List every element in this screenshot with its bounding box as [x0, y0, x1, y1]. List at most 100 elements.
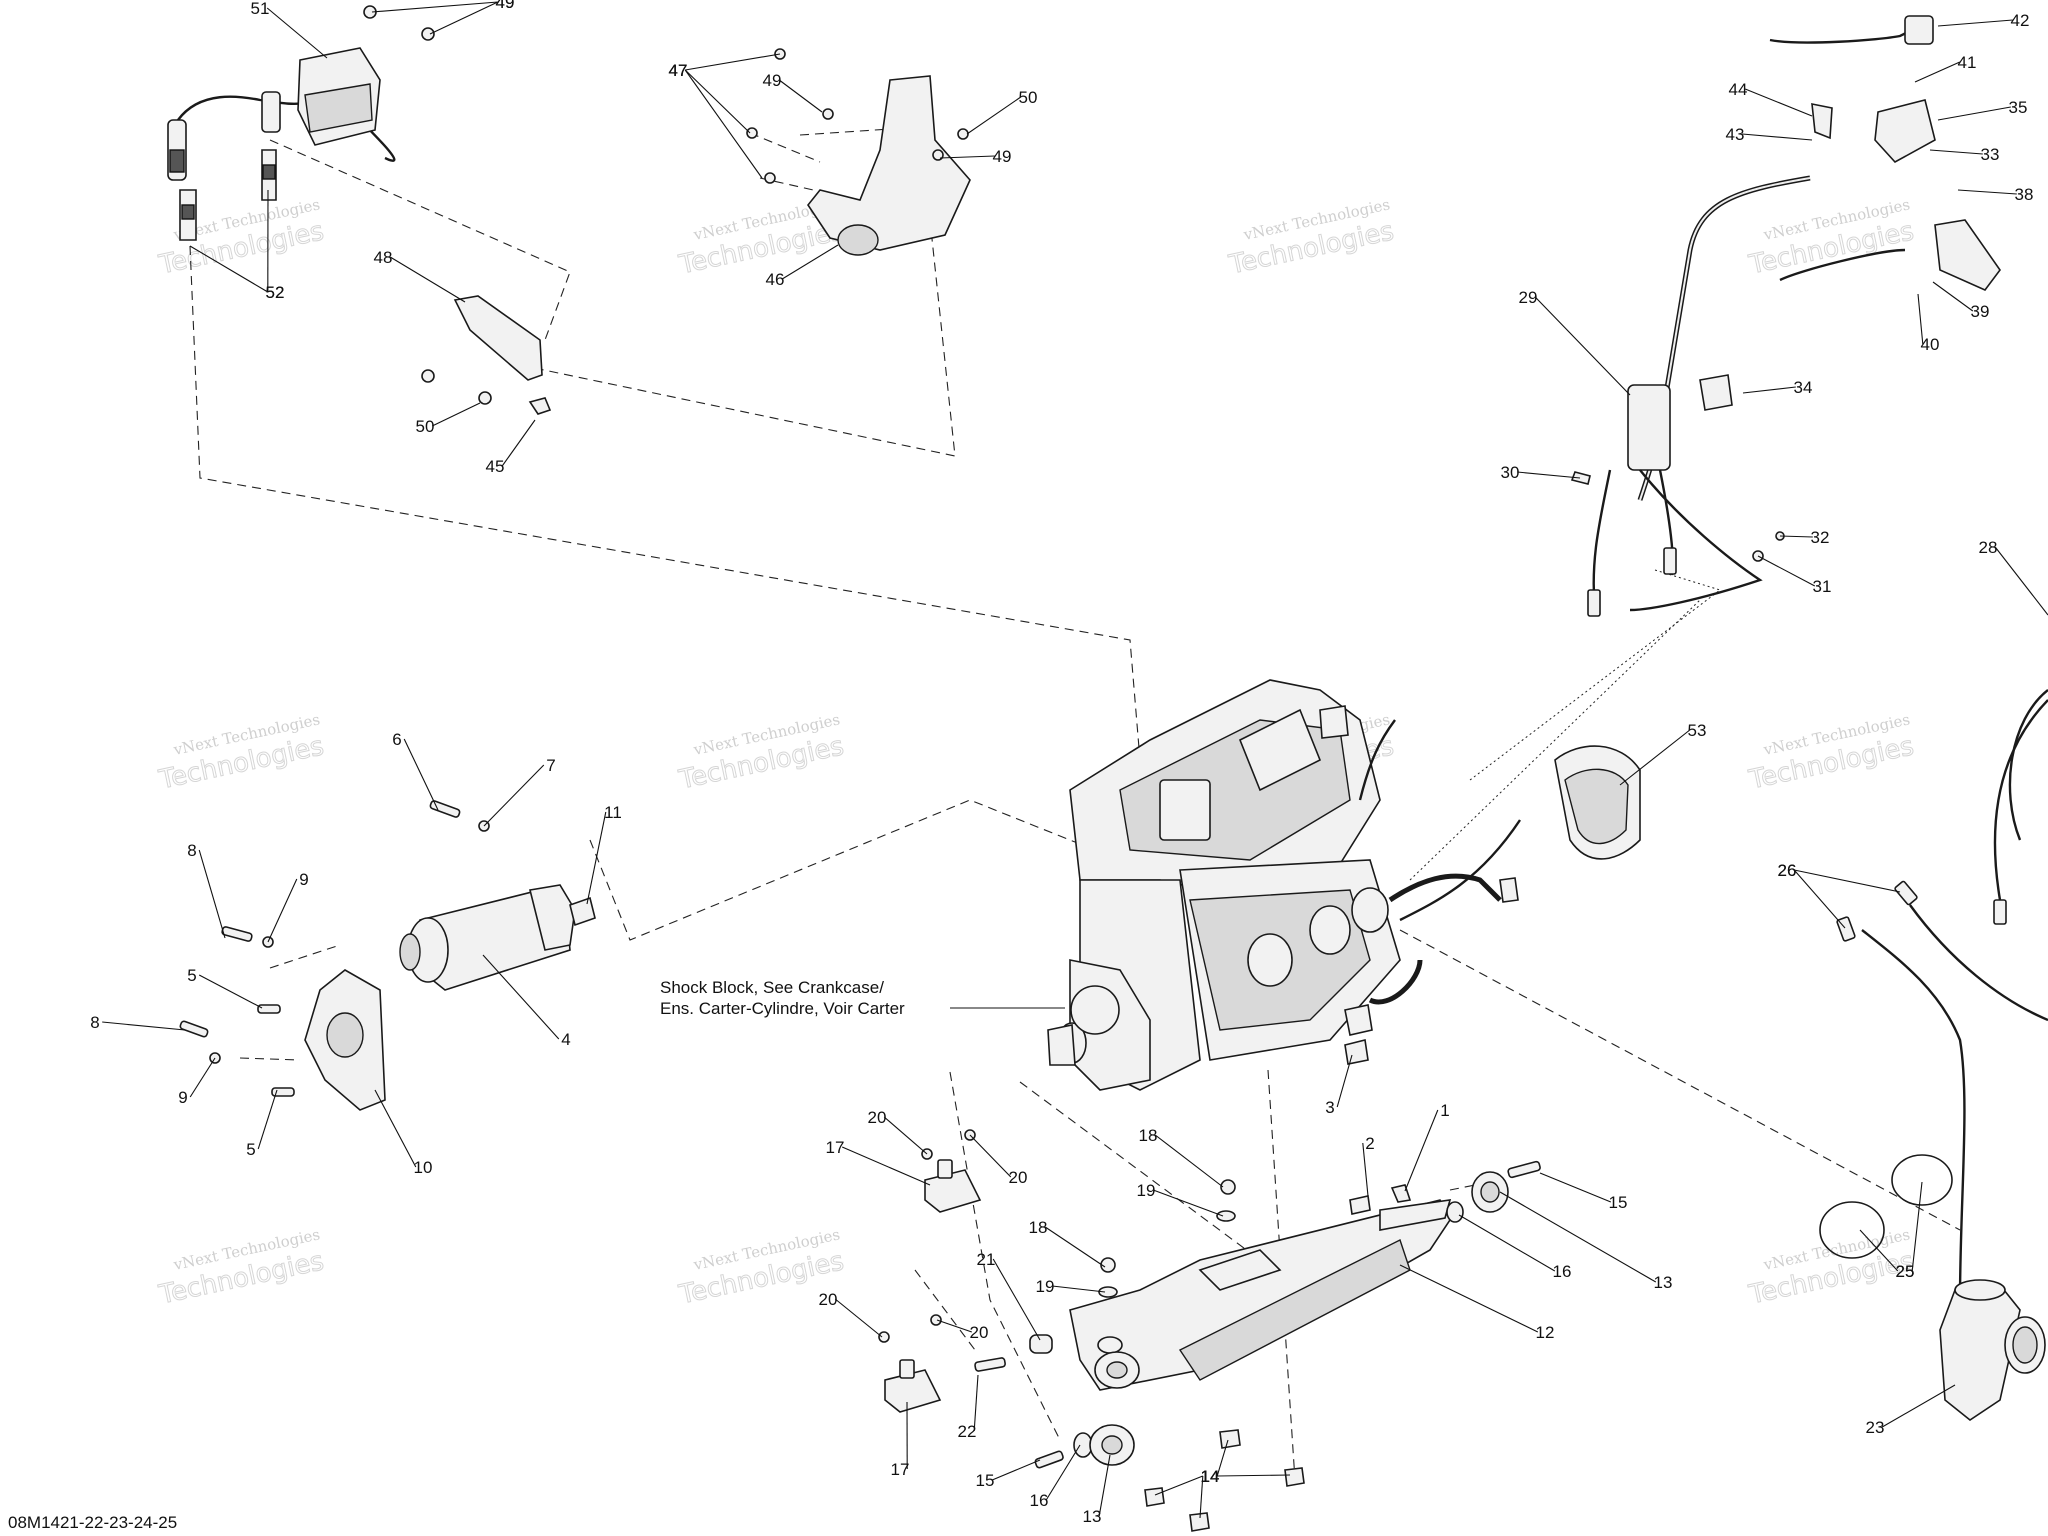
- leader-line: [834, 1298, 883, 1338]
- leader-line: [1362, 1142, 1369, 1197]
- leader-line: [1881, 1384, 1956, 1428]
- leader-line: [1154, 1475, 1204, 1496]
- callout-number: 28: [1979, 538, 1998, 557]
- callout-number: 5: [246, 1140, 255, 1159]
- leader-line: [501, 419, 536, 467]
- leader-line: [969, 1134, 1012, 1178]
- callout-number: 38: [2015, 185, 2034, 204]
- leader-line: [257, 1089, 278, 1150]
- callout-number: 52: [266, 283, 285, 302]
- leader-line: [1932, 281, 1974, 312]
- leader-line: [374, 1089, 417, 1168]
- callout-number: 8: [187, 841, 196, 860]
- leader-line: [1937, 106, 2011, 121]
- callout-number: 32: [1811, 528, 1830, 547]
- leader-line: [198, 974, 263, 1009]
- leader-line: [1914, 61, 1961, 83]
- throttle-cables: [1836, 689, 2048, 1301]
- callout-number: 21: [977, 1250, 996, 1269]
- callout-number: 15: [1609, 1193, 1628, 1212]
- callout-number: 12: [1536, 1323, 1555, 1342]
- leader-line: [1045, 1444, 1081, 1501]
- throttle-harness-assembly: [1570, 15, 2001, 617]
- callout-number: 16: [1030, 1491, 1049, 1510]
- leader-line: [1336, 1054, 1353, 1108]
- leader-line: [1534, 296, 1631, 396]
- leader-line: [1911, 1181, 1923, 1272]
- callout-number: 25: [1896, 1262, 1915, 1281]
- callout-number: 3: [1325, 1098, 1334, 1117]
- leader-line: [684, 69, 751, 134]
- leader-line: [781, 244, 839, 280]
- leader-line: [992, 1258, 1041, 1341]
- callout-number: 35: [2009, 98, 2028, 117]
- callout-number: 20: [970, 1323, 989, 1342]
- note-line-1: Shock Block, See Crankcase/: [660, 978, 884, 997]
- callout-number: 20: [868, 1108, 887, 1127]
- leader-line: [1216, 1439, 1229, 1477]
- callout-number: 2: [1365, 1134, 1374, 1153]
- callout-number: 5: [187, 966, 196, 985]
- callout-leaders: [102, 1, 2048, 1519]
- callout-number: 39: [1971, 302, 1990, 321]
- leader-line: [1098, 1454, 1111, 1517]
- callout-number: 23: [1866, 1418, 1885, 1437]
- callout-number: 14: [1201, 1467, 1220, 1486]
- callout-number: 47: [669, 61, 688, 80]
- callout-number: 7: [546, 756, 555, 775]
- leader-line: [1404, 1109, 1439, 1192]
- callout-number: 20: [1009, 1168, 1028, 1187]
- leader-line: [1793, 869, 1846, 929]
- starter-assembly: [179, 800, 596, 1111]
- leader-line: [482, 954, 560, 1040]
- leader-line: [266, 7, 328, 59]
- callout-number: 25: [1896, 1262, 1915, 1281]
- leader-line: [189, 1057, 216, 1098]
- callout-number: 16: [1553, 1262, 1572, 1281]
- leader-line: [1957, 189, 2017, 195]
- callout-number: 8: [90, 1013, 99, 1032]
- callout-number: 22: [958, 1422, 977, 1441]
- leader-line: [267, 878, 298, 943]
- leader-line: [1199, 1475, 1204, 1519]
- callout-number: 26: [1778, 861, 1797, 880]
- leader-line: [1994, 546, 2048, 616]
- callout-number: 15: [976, 1471, 995, 1490]
- callout-number: 6: [392, 730, 401, 749]
- callout-number: 44: [1729, 80, 1748, 99]
- leader-line: [1458, 1214, 1556, 1272]
- callout-number: 31: [1813, 577, 1832, 596]
- callout-number: 51: [251, 0, 270, 18]
- shock-block-note: Shock Block, See Crankcase/ Ens. Carter-…: [660, 978, 1065, 1018]
- leader-line: [1217, 1474, 1291, 1477]
- callout-number: 49: [993, 147, 1012, 166]
- cover-53: [1554, 745, 1641, 860]
- callout-number: 43: [1726, 125, 1745, 144]
- callout-number: 11: [604, 803, 622, 822]
- callout-number: 33: [1981, 145, 2000, 164]
- callout-number: 14: [1201, 1467, 1220, 1486]
- leader-line: [586, 811, 607, 905]
- callout-number: 10: [414, 1158, 433, 1177]
- leader-line: [966, 96, 1022, 135]
- callout-number: 4: [561, 1030, 570, 1049]
- reference-code: 08M1421-22-23-24-25: [8, 1513, 177, 1532]
- callout-number: 18: [1139, 1126, 1158, 1145]
- callout-number: 42: [2011, 11, 2030, 30]
- leader-line: [1052, 1285, 1106, 1293]
- leader-line: [189, 245, 269, 293]
- leader-line: [1517, 471, 1581, 479]
- callout-number: 14: [1201, 1467, 1220, 1486]
- callout-number: 26: [1778, 861, 1797, 880]
- leader-line: [1917, 293, 1924, 345]
- callout-number: 18: [1029, 1218, 1048, 1237]
